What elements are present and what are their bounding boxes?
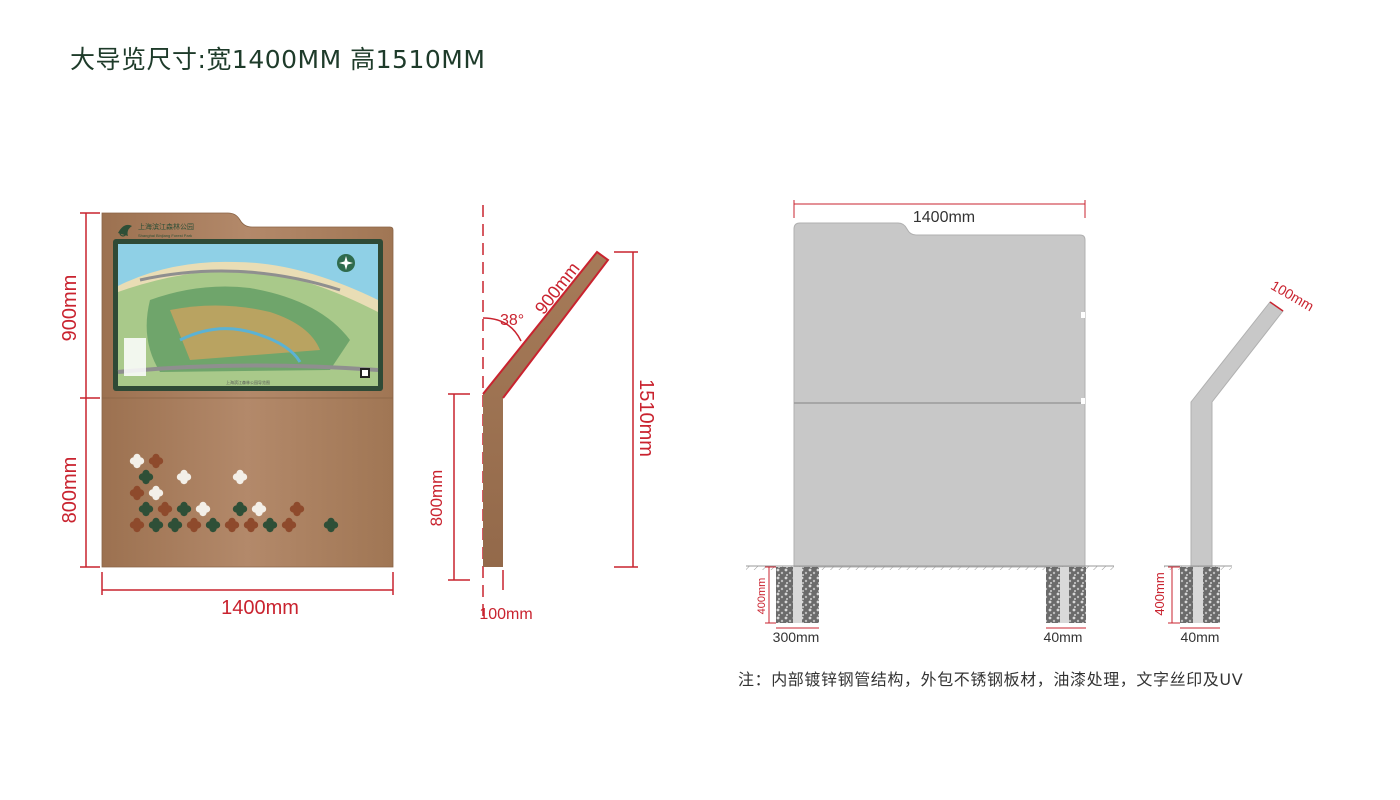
post-width: 40mm [1044, 629, 1083, 645]
park-map [113, 239, 383, 391]
side-dim-total: 1510mm [635, 379, 657, 457]
park-logo [118, 224, 132, 237]
structure-front-view: 1400mm 400mm 300mm 40mm [746, 200, 1114, 645]
structure-side-view: 100mm 400mm 40mm [1152, 277, 1317, 645]
logo-text: 上海滨江森林公园 [138, 222, 194, 231]
structure-dim-width: 1400mm [913, 209, 975, 226]
angle-arc [482, 317, 522, 342]
structure-side-post-width: 40mm [1181, 629, 1220, 645]
front-dimension-lines [80, 212, 394, 595]
front-dim-upper: 900mm [59, 275, 81, 342]
footing-width: 300mm [773, 629, 820, 645]
footing-depth: 400mm [756, 578, 768, 615]
side-dimension-lines [448, 251, 638, 590]
structure-side-footing-depth: 400mm [1152, 572, 1167, 615]
side-dim-thickness: 100mm [479, 606, 532, 623]
post-right [1060, 567, 1069, 623]
side-profile [483, 252, 608, 567]
page-title: 大导览尺寸:宽1400MM 高1510MM [70, 45, 486, 74]
structure-side-profile [1190, 301, 1284, 568]
side-view: 38° 900mm 800mm 1510mm 100mm [427, 205, 657, 623]
footing-dimension-lines [765, 566, 1086, 629]
front-dim-width: 1400mm [221, 597, 299, 619]
front-dim-lower: 800mm [59, 457, 81, 524]
structure-panel [793, 222, 1086, 568]
side-angle: 38° [500, 312, 524, 329]
construction-note: 注：内部镀锌钢管结构，外包不锈钢板材，油漆处理，文字丝印及UV [738, 670, 1244, 689]
structure-width-dimension [793, 200, 1086, 218]
map-caption: 上海滨江森林公园导览图 [226, 379, 270, 385]
structure-notch [1081, 312, 1085, 318]
structure-side-dimension-lines [1168, 566, 1220, 629]
side-dim-lower: 800mm [427, 470, 446, 527]
front-view: 上海滨江森林公园 Shanghai Binjiang Forest Park 上… [59, 212, 394, 619]
logo-subtitle: Shanghai Binjiang Forest Park [138, 233, 192, 238]
post-left [793, 567, 802, 623]
structure-side-post [1193, 567, 1203, 623]
